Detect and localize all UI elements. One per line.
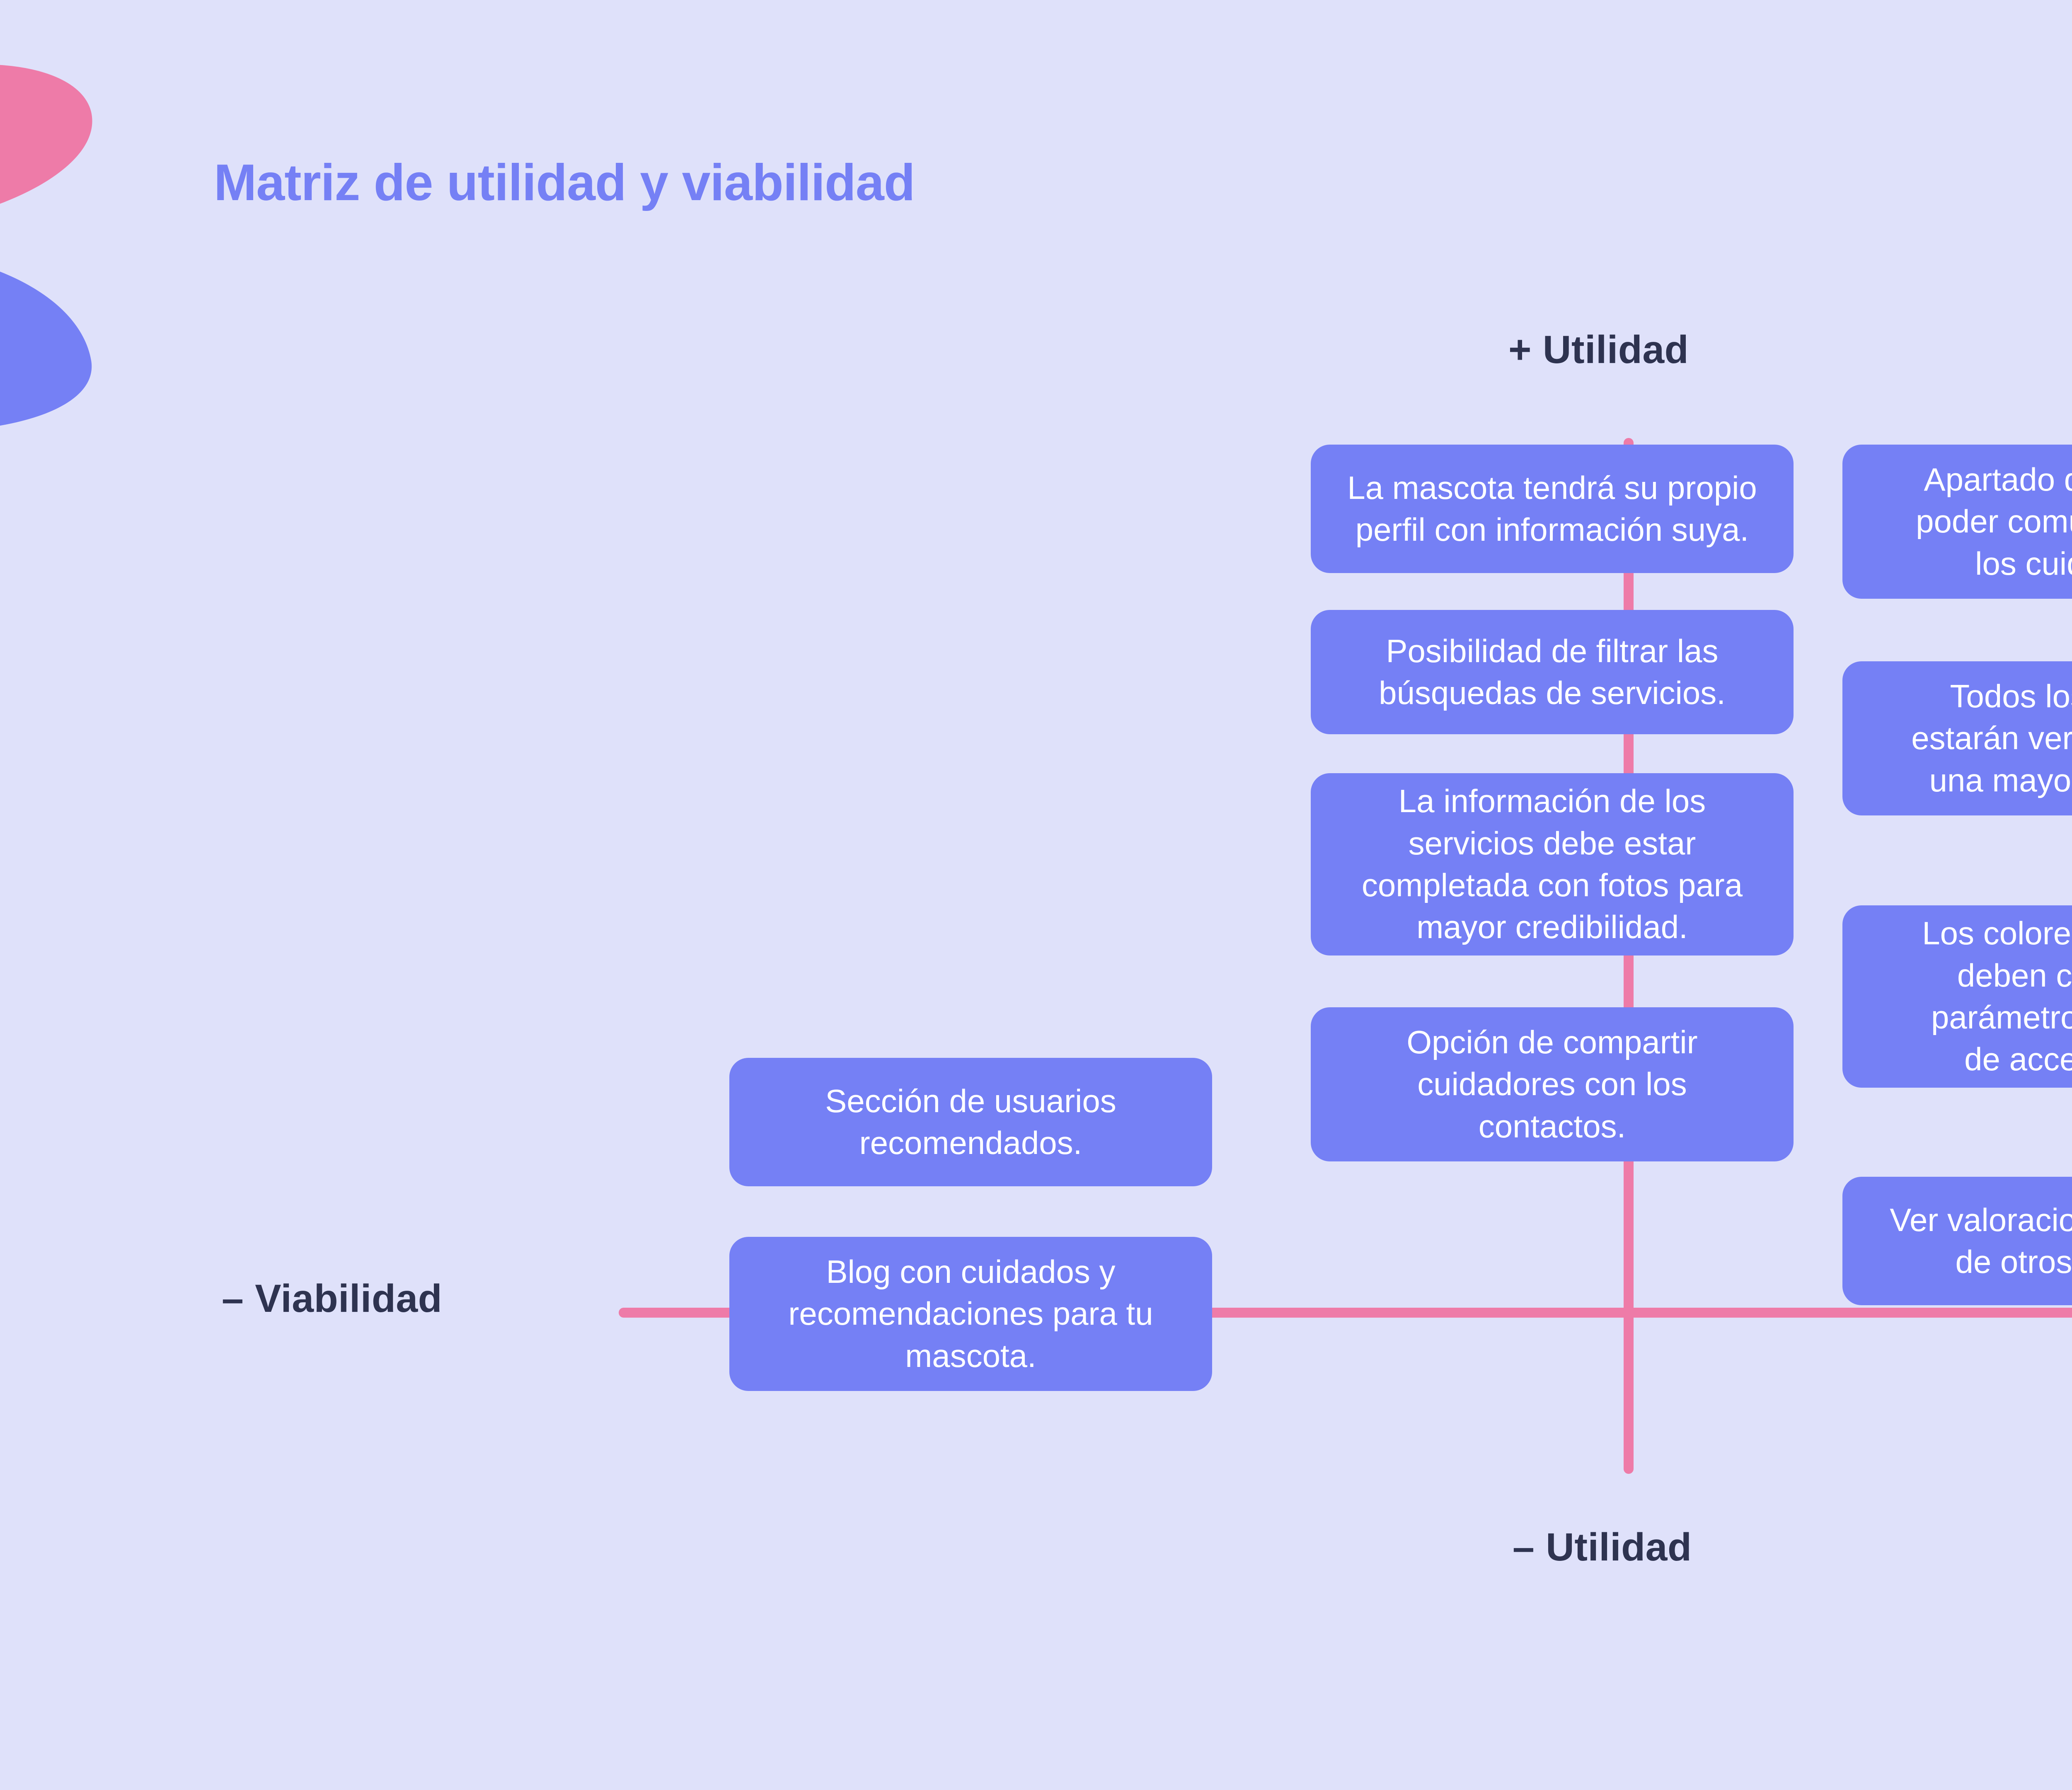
decoration-top-left	[0, 25, 269, 460]
card-reviews[interactable]: Ver valoraciones y reseñas de otros usua…	[1842, 1177, 2072, 1305]
axis-label-viability-negative: – Viabilidad	[222, 1277, 443, 1321]
petal-blue-icon	[0, 271, 92, 426]
axis-vertical-utility	[1624, 438, 1634, 1474]
card-accessibility[interactable]: Los colores y tamaños deben cumplir los …	[1842, 905, 2072, 1088]
page-title: Matriz de utilidad y viabilidad	[214, 154, 915, 211]
petal-pink-icon	[0, 65, 92, 204]
axis-label-utility-negative: – Utilidad	[1513, 1525, 1692, 1569]
card-verified-users[interactable]: Todos los usuarios estarán verificados p…	[1842, 661, 2072, 815]
card-chat[interactable]: Apartado de chat para poder comunicarse …	[1842, 445, 2072, 599]
card-blog[interactable]: Blog con cuidados y recomendaciones para…	[729, 1237, 1212, 1391]
card-filter-search[interactable]: Posibilidad de filtrar las búsquedas de …	[1311, 610, 1794, 734]
card-share-carers[interactable]: Opción de compartir cuidadores con los c…	[1311, 1007, 1794, 1161]
card-recommended-users[interactable]: Sección de usuarios recomendados.	[729, 1058, 1212, 1186]
card-service-info[interactable]: La información de los servicios debe est…	[1311, 773, 1794, 955]
axis-label-utility-positive: + Utilidad	[1508, 328, 1689, 372]
card-pet-profile[interactable]: La mascota tendrá su propio perfil con i…	[1311, 445, 1794, 573]
